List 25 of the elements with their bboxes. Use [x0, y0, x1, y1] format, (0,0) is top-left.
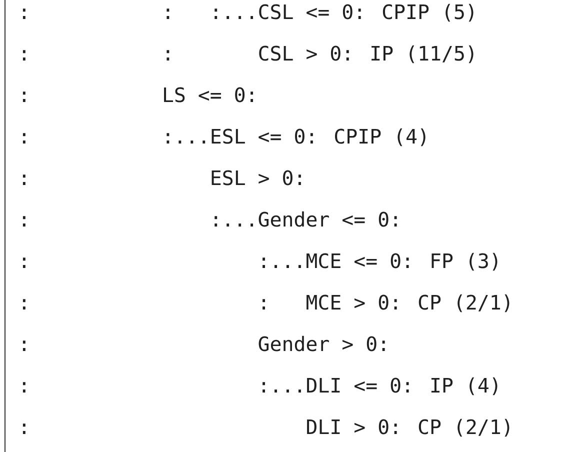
- code-text: MCE > 0: CP (2/1): [306, 294, 510, 312]
- code-text: :: [22, 8, 26, 19]
- code-text: CSL > 0: IP (11/5): [259, 45, 474, 64]
- code-text: DLI > 0: CP (2/1): [307, 418, 510, 437]
- code-text: :...Gender <= 0:: [214, 211, 397, 227]
- code-text: :: [22, 424, 26, 434]
- code-text: :: [22, 340, 26, 351]
- code-text: :: [22, 216, 26, 226]
- code-text: :: [22, 299, 26, 310]
- code-text: :...MCE <= 0: FP (3): [262, 252, 498, 271]
- code-text: :: [22, 133, 26, 144]
- code-text: :...ESL <= 0: CPIP (4): [166, 128, 426, 146]
- code-text: :: [262, 299, 265, 310]
- code-text: :: [22, 50, 26, 60]
- code-text: :: [22, 92, 26, 102]
- code-text: :: [22, 174, 26, 185]
- code-text: :: [166, 50, 170, 60]
- code-text: :: [22, 258, 26, 268]
- code-text: LS <= 0:: [164, 87, 254, 102]
- code-text: Gender > 0:: [258, 336, 385, 352]
- code-text: :: [22, 382, 26, 392]
- code-text: :...CSL <= 0: CPIP (5): [214, 4, 474, 22]
- code-text: :...DLI <= 0: IP (4): [262, 377, 498, 396]
- code-text: ESL > 0:: [212, 170, 301, 186]
- code-text: :: [166, 8, 170, 19]
